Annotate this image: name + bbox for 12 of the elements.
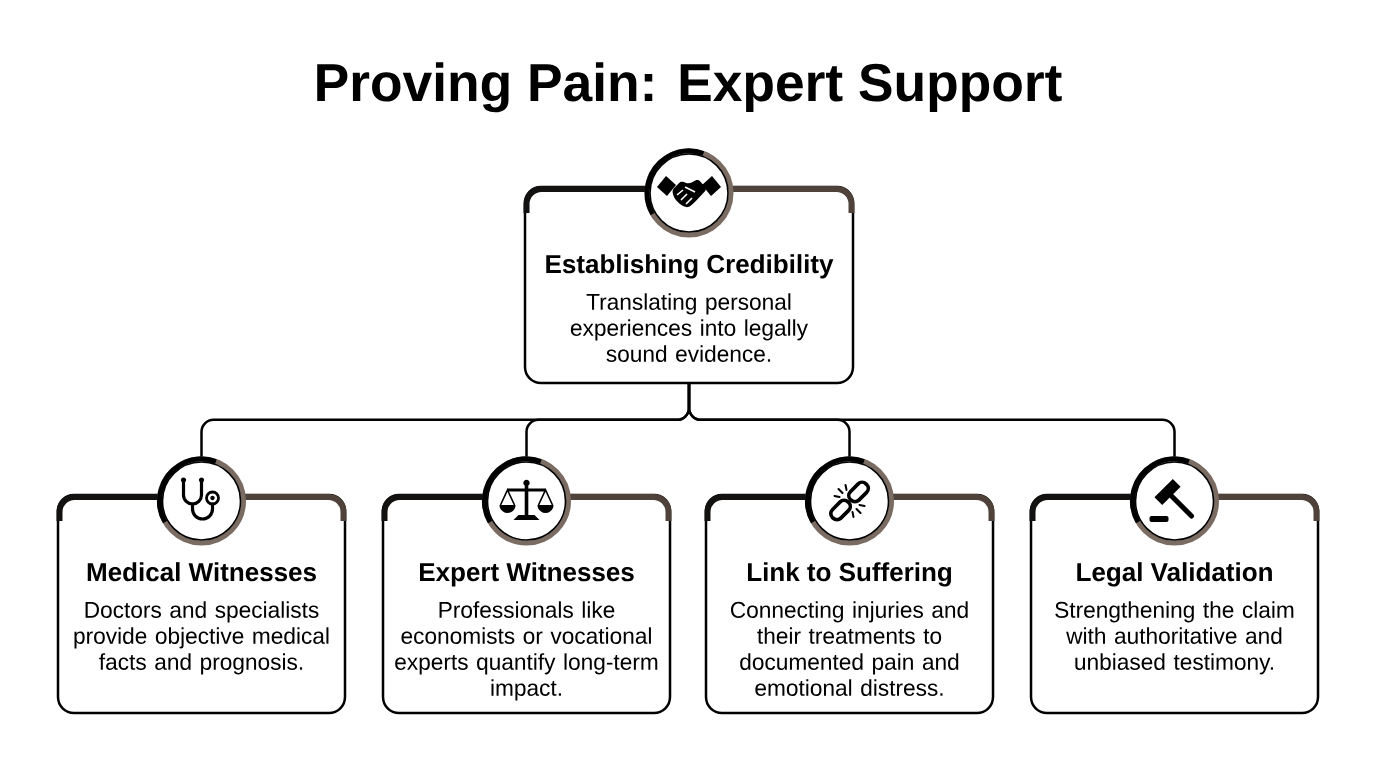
card-heading: Link to Suffering (748, 562, 952, 587)
title: Proving Pain: Expert Support (317, 62, 1062, 113)
card-text: Translating personal experiences into legally sound evidence. (570, 293, 808, 362)
connector (687, 383, 1176, 457)
card-heading: Establishing Credibility (546, 254, 834, 279)
card-text: Strengthening the claim with authoritative and unbiased testimony. (1055, 601, 1294, 675)
card-text: Connecting injuries and their treatments to documented pain and emotional distress. (730, 601, 968, 696)
card-text: Doctors and specialists provide objective medical facts and prognosis. (74, 601, 329, 675)
card-heading: Legal Validation (1077, 562, 1272, 587)
card-text: Professionals like economists or vocational experts quantify long-term impact. (395, 601, 658, 701)
card-heading: Expert Witnesses (420, 562, 634, 587)
card-heading: Medical Witnesses (87, 562, 316, 582)
